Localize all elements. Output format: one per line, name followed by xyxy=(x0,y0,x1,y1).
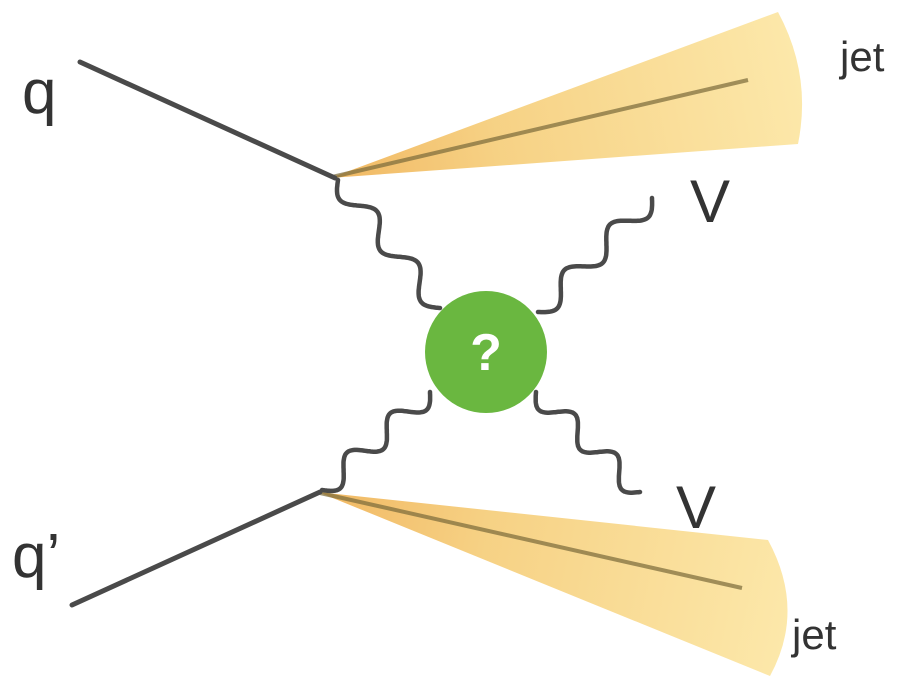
boson-line-top-right xyxy=(535,195,655,315)
boson-line-bottom-right xyxy=(533,389,643,495)
label-q-prime: q’ xyxy=(12,522,61,591)
jet-cone-top xyxy=(330,12,803,179)
vertex-blob xyxy=(425,291,547,413)
label-q: q xyxy=(22,58,57,127)
label-v-bottom: V xyxy=(676,474,717,541)
boson-line-top-left xyxy=(334,177,443,311)
quark-line-q-prime xyxy=(69,489,323,608)
vertex-question-mark: ? xyxy=(470,324,502,382)
quark-line-q xyxy=(77,59,338,181)
label-jet-top: jet xyxy=(840,33,885,80)
label-jet-bottom: jet xyxy=(792,611,837,658)
boson-line-bottom-left xyxy=(319,389,433,494)
label-v-top: V xyxy=(690,168,731,235)
jet-cone-bottom xyxy=(318,491,788,676)
